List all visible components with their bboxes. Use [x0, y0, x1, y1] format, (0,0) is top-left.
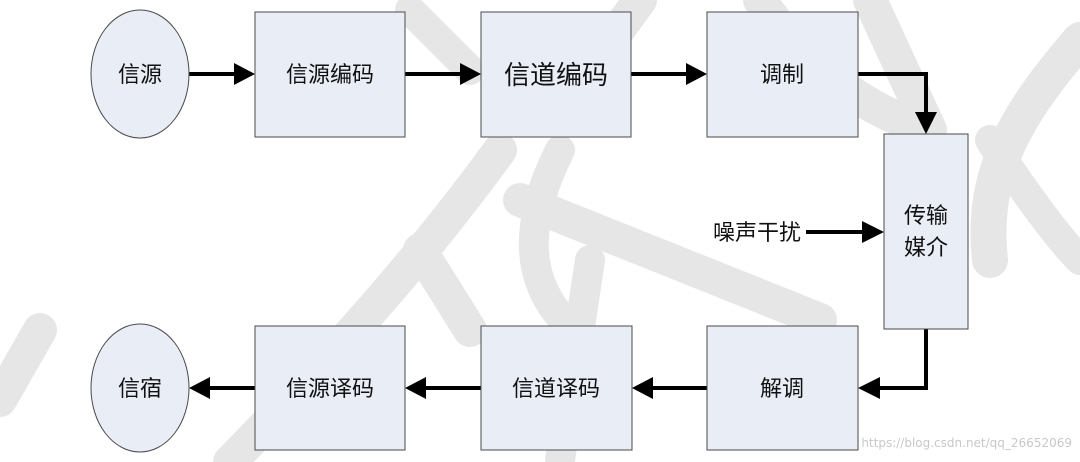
node-transmission-medium-label-line2: 媒介 — [904, 236, 948, 261]
node-modulation: 调制 — [706, 11, 859, 138]
arrow-head — [858, 377, 880, 399]
node-channel-decoding: 信道译码 — [480, 325, 633, 451]
node-source-label: 信源 — [118, 63, 162, 88]
arrow-head — [189, 377, 210, 399]
arrow-head — [862, 221, 884, 243]
arrow-head — [915, 112, 937, 134]
node-source-decoding-label: 信源译码 — [286, 377, 374, 402]
node-transmission-medium: 传输 媒介 — [883, 133, 969, 330]
node-channel-encoding-label: 信道编码 — [504, 61, 608, 91]
node-source: 信源 — [90, 9, 190, 139]
flow-arrows — [189, 63, 937, 399]
arrow-modulation-to-medium — [858, 72, 928, 116]
node-demodulation: 解调 — [706, 325, 859, 451]
node-channel-encoding: 信道编码 — [480, 11, 632, 138]
node-source-decoding: 信源译码 — [254, 325, 406, 451]
node-demodulation-label: 解调 — [760, 377, 804, 402]
node-modulation-label: 调制 — [760, 63, 804, 88]
arrow-head — [405, 377, 426, 399]
arrow-medium-to-demodulation — [877, 329, 928, 390]
arrow-head — [632, 377, 653, 399]
node-sink-label: 信宿 — [118, 377, 162, 402]
arrow-head — [234, 63, 255, 85]
arrow-head — [460, 63, 481, 85]
node-sink: 信宿 — [90, 323, 190, 453]
node-channel-decoding-label: 信道译码 — [512, 377, 600, 402]
arrow-head — [686, 63, 707, 85]
node-source-encoding-label: 信源编码 — [286, 63, 374, 88]
node-source-encoding: 信源编码 — [254, 11, 406, 138]
noise-label: 噪声干扰 — [713, 221, 801, 246]
watermark-url: https://blog.csdn.net/qq_26652069 — [861, 436, 1072, 450]
node-transmission-medium-label-line1: 传输 — [904, 204, 948, 229]
